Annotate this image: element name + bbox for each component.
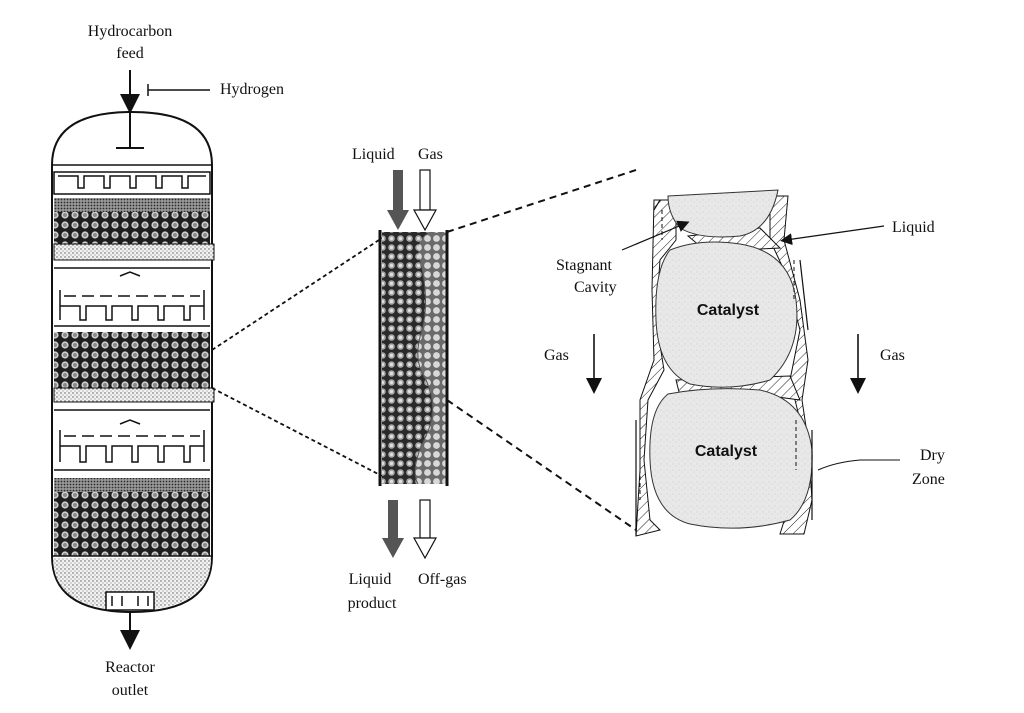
catalyst-bed-2 [54,332,210,388]
off-gas-label: Off-gas [418,571,467,588]
catalyst-bed-1 [54,212,210,244]
bed-top-dots [54,198,210,212]
catalyst-particle-2 [649,388,813,529]
catalyst-label-top: Catalyst [697,302,760,319]
off-gas-arrow [412,499,438,560]
zoom-line-lower-1 [211,387,383,477]
liquid-product-arrow [382,500,404,558]
leader-liquid [780,225,885,246]
dry-zone-label-1: Dry [920,447,945,464]
leader-stagnant [621,220,690,251]
zoom-line-upper-2 [446,169,637,233]
liquid-in-arrow [387,170,409,230]
dry-zone-label-2: Zone [912,471,945,488]
mid-distributor-tray-1 [54,267,210,327]
liquid-film-label: Liquid [892,219,935,236]
reactor-outlet-label-1: Reactor [105,659,155,676]
liquid-product-label-2: product [348,595,397,612]
hydrogen-label: Hydrogen [220,81,284,98]
liquid-film-left [635,199,677,537]
bed-3-dots [54,478,210,492]
gas-in-arrow [412,169,438,232]
catalyst-label-bottom: Catalyst [695,443,758,460]
bed-section-column [378,230,449,486]
reactor-outlet-label-2: outlet [112,682,149,699]
liquid-in-label: Liquid [352,146,395,163]
catalyst-particle-top [667,189,779,238]
inert-layer-1 [53,243,215,261]
outlet-collector [105,591,155,611]
stagnant-cavity-label-1: Stagnant [556,257,613,274]
catalyst-particle-1 [655,241,798,388]
hydrocarbon-feed-label-2: feed [116,45,144,62]
mid-distributor-tray-2 [54,409,210,471]
gas-right-label: Gas [880,347,905,364]
bottom-support-layer [53,558,211,610]
reactor-vessel [51,70,215,650]
zoom-line-lower-2 [446,399,637,531]
leader-dry-zone-curve [817,459,861,471]
wetted-region [415,232,446,484]
inert-layer-2 [53,387,215,403]
stagnant-cavity-label-2: Cavity [574,279,617,296]
hydrocarbon-feed-label-1: Hydrocarbon [88,23,172,40]
particle-detail [635,189,813,537]
gas-in-label: Gas [418,146,443,163]
catalyst-bed-3 [54,492,210,556]
gas-left-label: Gas [544,347,569,364]
zoom-line-upper-1 [211,237,383,351]
top-distributor-tray [53,171,211,195]
liquid-product-label-1: Liquid [349,571,392,588]
